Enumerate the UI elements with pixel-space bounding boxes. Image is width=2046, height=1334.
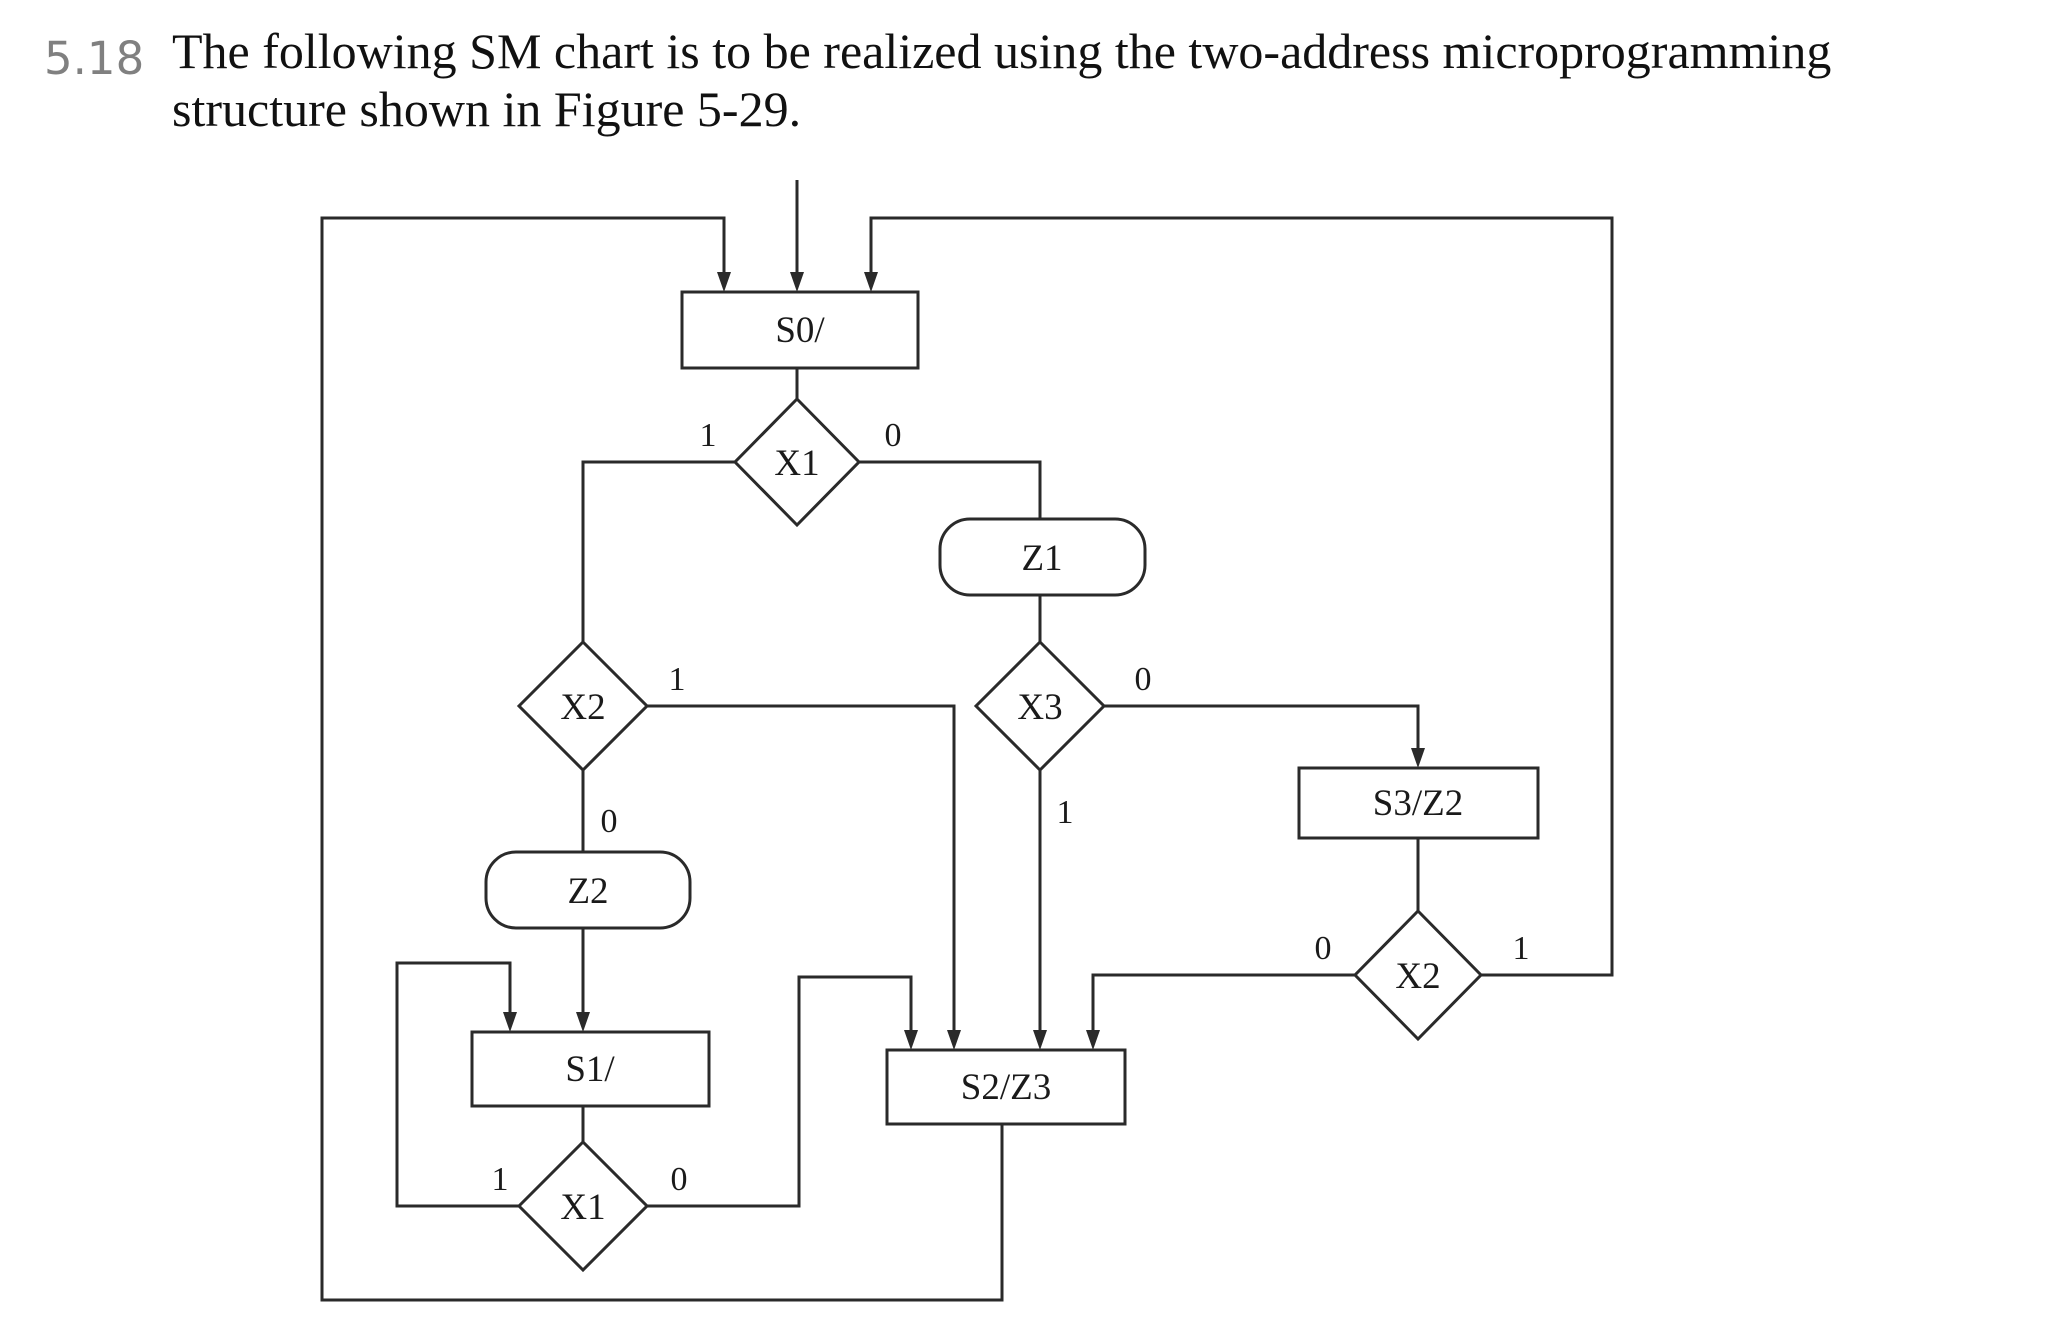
arrowhead: [503, 1012, 517, 1032]
edge-label-x2-left-true: 1: [669, 661, 686, 698]
conditional-output-z1: Z1: [938, 517, 1147, 597]
edge-label-x2-right-false: 0: [1315, 930, 1332, 967]
edge-labels: 1 0 1 0 0 1 0 1 1 0: [492, 417, 1530, 1198]
output-label-z1: Z1: [1021, 538, 1062, 579]
problem-statement-line-1: The following SM chart is to be realized…: [172, 23, 1832, 79]
decision-x2-left: X2: [516, 639, 650, 773]
line-x1-bottom-false-to-s2: [647, 975, 913, 1208]
arrowheads: [503, 272, 1425, 1050]
arrowhead: [1086, 1030, 1100, 1050]
line-x1-true-to-x2: [581, 460, 735, 642]
arrowhead: [1033, 1030, 1047, 1050]
arrowhead: [717, 272, 731, 292]
arrowhead: [790, 272, 804, 292]
problem-statement-line-2: structure shown in Figure 5-29.: [172, 81, 802, 137]
decision-label-x1-bottom: X1: [560, 1187, 605, 1228]
state-label-s3: S3/Z2: [1373, 783, 1463, 824]
connections: [320, 180, 1614, 1302]
problem-statement: The following SM chart is to be realized…: [172, 22, 2012, 138]
state-box-s2: S2/Z3: [885, 1048, 1127, 1126]
decision-label-x3: X3: [1017, 687, 1062, 728]
line-x2-true-to-s2: [647, 704, 956, 1032]
state-box-s0: S0/: [680, 290, 920, 370]
edge-label-x1-bottom-false: 0: [671, 1161, 688, 1198]
line-x3-false-to-s3: [1104, 704, 1420, 750]
edge-label-x1-bottom-true: 1: [492, 1161, 509, 1198]
state-box-s3: S3/Z2: [1297, 766, 1540, 840]
state-label-s1: S1/: [565, 1049, 615, 1090]
arrowhead: [904, 1030, 918, 1050]
arrowhead: [1411, 748, 1425, 768]
arrowhead: [576, 1012, 590, 1032]
conditional-output-z2: Z2: [484, 850, 692, 930]
edge-label-x1-top-false: 0: [885, 417, 902, 454]
edge-label-x3-true: 1: [1057, 794, 1074, 831]
decision-label-x1-top: X1: [774, 443, 819, 484]
line-x1-false-to-z1: [859, 460, 1042, 519]
decision-x3: X3: [973, 639, 1107, 773]
decision-x1-bottom: X1: [516, 1139, 650, 1273]
arrowhead: [864, 272, 878, 292]
arrowhead: [947, 1030, 961, 1050]
edge-label-x1-top-true: 1: [700, 417, 717, 454]
output-label-z2: Z2: [567, 871, 608, 912]
decision-x2-right: X2: [1352, 908, 1484, 1042]
edge-label-x2-left-false: 0: [601, 803, 618, 840]
decision-label-x2-left: X2: [560, 687, 605, 728]
line-x1-bottom-true-to-s1: [395, 961, 519, 1208]
decision-label-x2-right: X2: [1395, 956, 1440, 997]
state-label-s2: S2/Z3: [961, 1067, 1051, 1108]
edge-label-x3-false: 0: [1135, 661, 1152, 698]
state-box-s1: S1/: [470, 1030, 711, 1108]
problem-number: 5.18: [44, 32, 145, 85]
line-x2-right-false-to-s2: [1091, 973, 1355, 1032]
decision-x1-top: X1: [732, 396, 862, 528]
loop-s2-to-s0: [320, 216, 1004, 1302]
loop-x2-right-to-s0: [869, 216, 1614, 977]
state-label-s0: S0/: [775, 310, 825, 351]
edge-label-x2-right-true: 1: [1513, 930, 1530, 967]
